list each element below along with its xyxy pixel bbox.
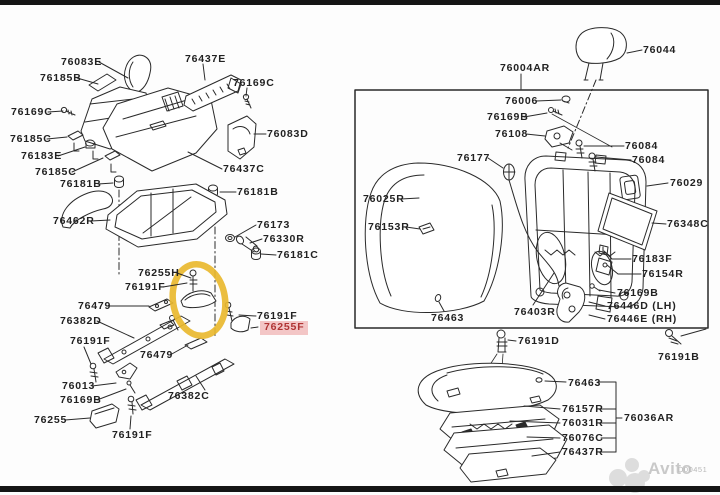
top-border-bar [0,0,720,5]
watermark: Avito D00451 [598,450,720,493]
slide-rails-art [89,269,251,429]
cushion-stack-art [417,329,568,483]
watermark-brand: Avito [648,459,693,478]
bottom-border-bar [0,486,720,492]
diagram-code: D00451 [678,465,708,474]
seatback-box-art [354,89,709,345]
seat-base-art [60,54,261,260]
highlight-circle [169,260,229,340]
leader-lines [46,49,707,457]
headrest-art [575,27,627,81]
avito-logo-icon [609,458,650,493]
